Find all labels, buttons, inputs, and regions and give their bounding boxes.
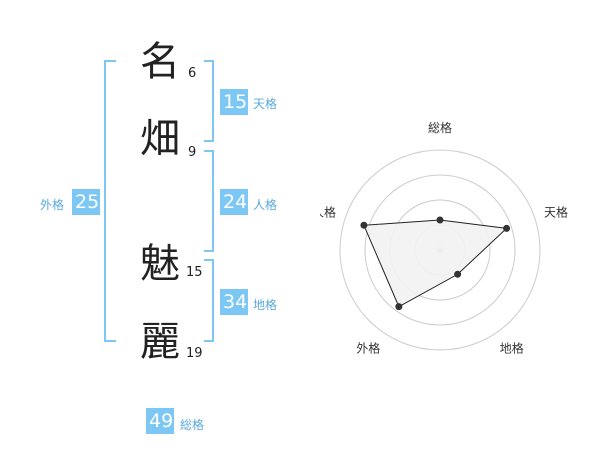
name-char-2: 畑 <box>140 116 180 162</box>
soukaku-value: 49 <box>146 408 174 434</box>
jinkaku-bracket <box>204 150 214 252</box>
name-char-1: 名 <box>140 39 180 85</box>
radar-axis-label: 総格 <box>428 120 452 135</box>
radar-axis-label: 外格 <box>356 341 380 356</box>
radar-series-polygon <box>363 219 508 308</box>
stroke-count-1: 6 <box>188 66 197 81</box>
chikaku-label: 地格 <box>253 298 278 312</box>
chikaku-value: 34 <box>220 289 248 315</box>
name-char-3: 魅 <box>140 241 180 287</box>
radar-point <box>454 270 462 278</box>
soukaku-label: 総格 <box>180 418 205 432</box>
gaikaku-bracket <box>104 60 116 342</box>
radar-axis-label: 天格 <box>544 204 568 219</box>
name-char-4: 麗 <box>140 319 180 365</box>
stroke-count-2: 9 <box>188 145 197 160</box>
stroke-count-4: 19 <box>186 346 203 361</box>
tenkaku-bracket <box>204 60 214 142</box>
radar-axis-label: 人格 <box>320 204 336 219</box>
radar-axis-label: 地格 <box>500 341 524 356</box>
radar-point <box>436 216 444 224</box>
radar-ring <box>339 149 541 351</box>
radar-ring <box>364 174 516 326</box>
jinkaku-label: 人格 <box>253 198 278 212</box>
radar-point <box>395 303 403 311</box>
radar-point <box>503 224 511 232</box>
gaikaku-value: 25 <box>72 189 100 215</box>
tenkaku-label: 天格 <box>253 97 278 111</box>
stroke-count-3: 15 <box>186 265 203 280</box>
jinkaku-value: 24 <box>220 189 248 215</box>
chikaku-bracket <box>204 259 214 342</box>
radar-point <box>360 221 368 229</box>
tenkaku-value: 15 <box>220 89 248 115</box>
gaikaku-label: 外格 <box>40 198 65 212</box>
